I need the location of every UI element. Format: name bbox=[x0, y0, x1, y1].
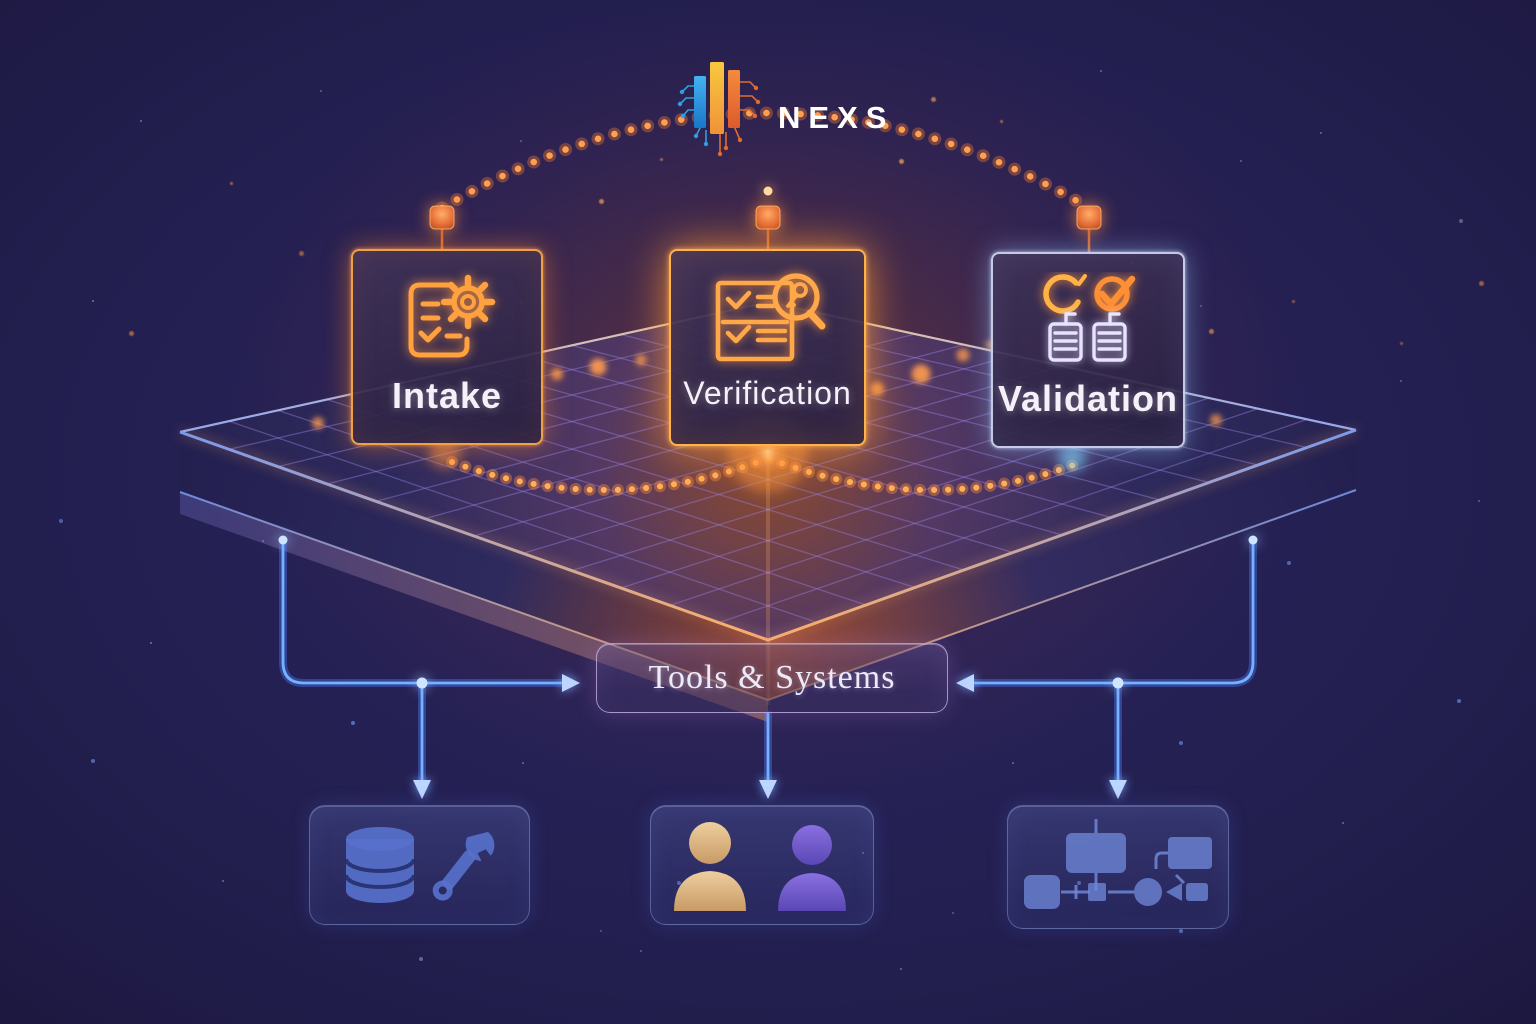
checklist-magnifier-icon bbox=[715, 273, 825, 362]
sync-check-stacks-icon bbox=[1043, 274, 1136, 362]
tools-systems-box: Tools & Systems bbox=[596, 643, 948, 713]
step-label-validation: Validation bbox=[997, 378, 1179, 419]
bottom-card-data-and-tools bbox=[309, 805, 530, 925]
step-label-verification: Verification bbox=[683, 375, 852, 411]
nexs-logo: NEXS bbox=[676, 52, 894, 162]
users-icon bbox=[674, 822, 846, 911]
circuit-bars-logo-icon bbox=[677, 62, 761, 157]
bottom-card-workflow-systems bbox=[1007, 805, 1229, 929]
user-icon bbox=[674, 822, 746, 911]
database-wrench-icon bbox=[343, 827, 494, 903]
bottom-card-people bbox=[650, 805, 874, 925]
user-icon bbox=[778, 825, 846, 911]
document-gear-icon bbox=[408, 274, 496, 358]
step-card-verification: Verification bbox=[669, 249, 866, 446]
card-top-connectors bbox=[429, 186, 1102, 252]
tools-systems-label: Tools & Systems bbox=[648, 659, 896, 696]
step-card-validation: Validation bbox=[991, 252, 1185, 448]
database-icon bbox=[345, 827, 414, 903]
step-label-intake: Intake bbox=[391, 375, 503, 416]
step-card-intake: Intake bbox=[351, 249, 543, 445]
flowchart-icon bbox=[1024, 819, 1212, 909]
wrench-icon bbox=[432, 831, 494, 901]
logo-text: NEXS bbox=[778, 100, 895, 135]
